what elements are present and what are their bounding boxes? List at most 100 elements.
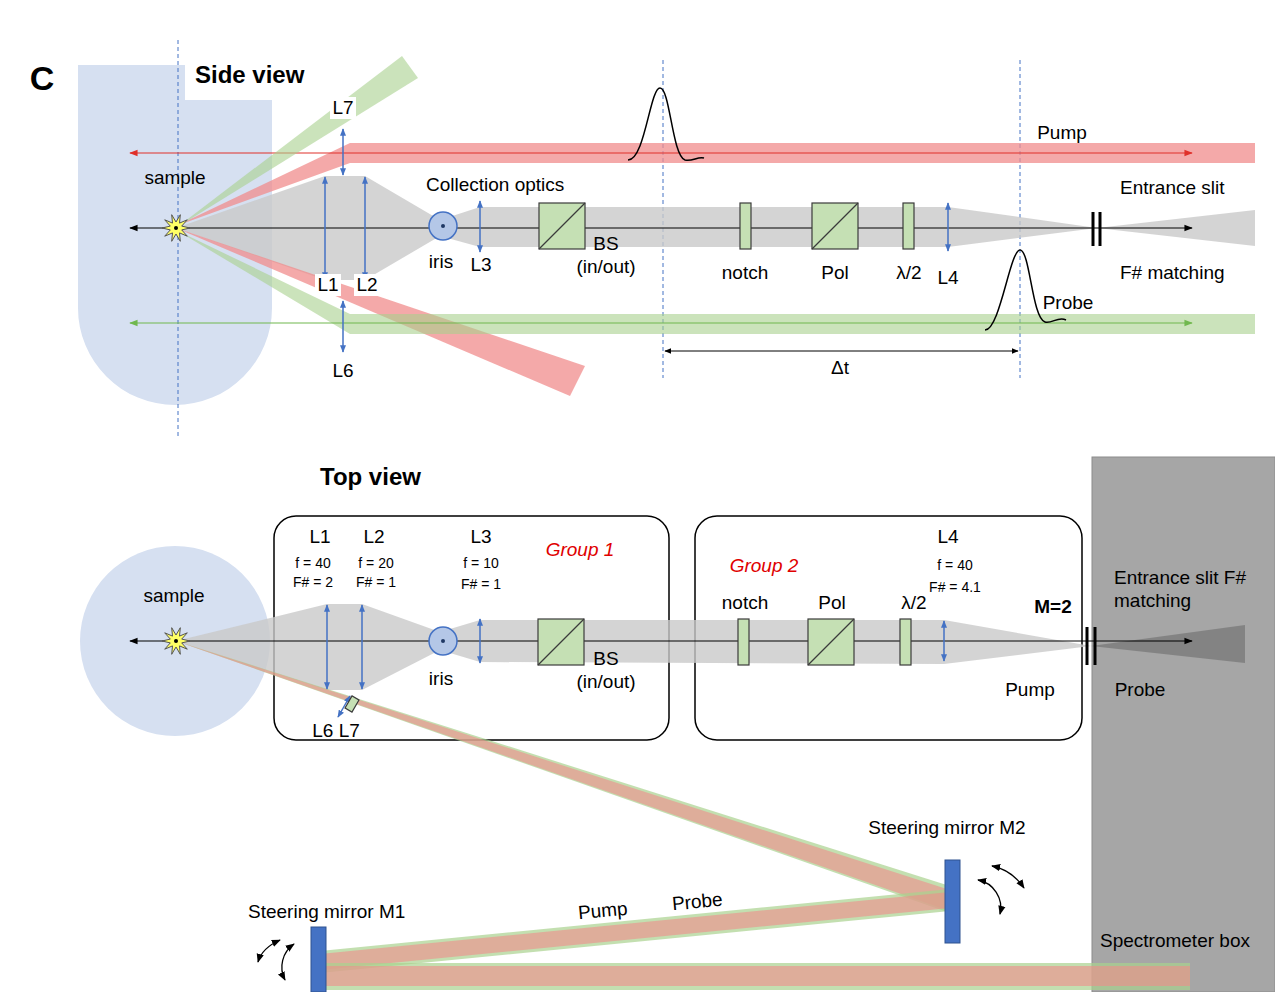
lens bbox=[342, 129, 344, 175]
part-label: iris bbox=[429, 251, 453, 274]
part-label: Entrance slit F# matching bbox=[1114, 567, 1254, 613]
rotation-arrow bbox=[258, 866, 1024, 980]
entrance-slit bbox=[1092, 212, 1095, 246]
part-label: L2 bbox=[354, 274, 379, 297]
lens-spec: F# = 1 bbox=[356, 574, 396, 591]
part-label: Pump bbox=[1005, 679, 1055, 702]
part-label: L4 bbox=[937, 526, 958, 549]
lens-spec: F# = 1 bbox=[461, 576, 501, 593]
rotation-arrow bbox=[258, 940, 280, 962]
rotation-arrow bbox=[992, 866, 1024, 888]
lens bbox=[342, 301, 344, 352]
part-label: notch bbox=[722, 592, 768, 615]
sample-star bbox=[174, 639, 178, 643]
sample-chamber-outline bbox=[80, 546, 270, 736]
part-label: Probe bbox=[1043, 292, 1094, 315]
lens bbox=[479, 619, 481, 663]
view-heading: Top view bbox=[320, 463, 421, 492]
lens bbox=[327, 605, 944, 717]
pulse bbox=[628, 88, 1066, 330]
spectrometer-box: Spectrometer box bbox=[1092, 457, 1275, 992]
lens-spec: F# = 2 bbox=[293, 574, 333, 591]
optical-element bbox=[900, 619, 911, 665]
group-box: Group 2 bbox=[694, 515, 1083, 741]
probe-beam bbox=[130, 56, 1255, 334]
steering-beam bbox=[320, 963, 1190, 990]
optical-axis bbox=[130, 641, 1192, 642]
steering-beam bbox=[176, 641, 953, 912]
iris bbox=[441, 639, 445, 643]
part-label: L1 bbox=[309, 526, 330, 549]
optical-element bbox=[345, 696, 359, 712]
iris bbox=[429, 627, 457, 655]
spectrometer-box-outline bbox=[1092, 457, 1275, 992]
part-label: Probe bbox=[1115, 679, 1166, 702]
sample-chamber: sample bbox=[78, 65, 272, 405]
part-label: Entrance slit bbox=[1120, 177, 1225, 200]
part-label: L2 bbox=[363, 526, 384, 549]
sample-star bbox=[174, 226, 178, 230]
group-title: Group 2 bbox=[730, 555, 799, 578]
optical-element bbox=[812, 203, 858, 249]
lens-spec: f = 40 bbox=[295, 555, 330, 572]
view-heading: Side view bbox=[195, 61, 304, 90]
part-label: Pump bbox=[577, 897, 629, 924]
optical-element bbox=[740, 203, 751, 249]
node-label: Spectrometer box bbox=[1100, 930, 1250, 953]
optical-axis bbox=[130, 640, 1192, 641]
sample-chamber-outline bbox=[78, 65, 272, 405]
part-label: L7 bbox=[330, 97, 355, 120]
sample-chamber-outline bbox=[80, 546, 270, 736]
lens bbox=[479, 201, 481, 252]
lens bbox=[324, 177, 326, 279]
optical-element bbox=[538, 619, 584, 665]
part-label: notch bbox=[722, 262, 768, 285]
rotation-arrow bbox=[282, 944, 294, 980]
lens-spec: f = 40 bbox=[937, 557, 972, 574]
part-label: L6 L7 bbox=[312, 720, 360, 743]
sample-chamber-outline bbox=[78, 65, 272, 405]
part-label: Steering mirror M1 bbox=[248, 901, 408, 924]
group-title: Group 1 bbox=[546, 539, 615, 562]
lens bbox=[947, 203, 949, 251]
lens bbox=[326, 605, 328, 689]
pulse bbox=[628, 88, 704, 160]
spectrometer-box-outline bbox=[1092, 457, 1275, 992]
steering-mirror bbox=[311, 860, 960, 992]
lens-spec: f = 10 bbox=[463, 555, 498, 572]
part-label: M=2 bbox=[1034, 596, 1072, 619]
group-box-outline bbox=[274, 516, 669, 740]
pulse bbox=[985, 250, 1066, 330]
node-label: sample bbox=[143, 585, 204, 608]
part-label: L4 bbox=[937, 267, 958, 290]
iris bbox=[441, 224, 445, 228]
optical-element bbox=[808, 619, 854, 665]
part-label: L3 bbox=[470, 526, 491, 549]
entrance-slit bbox=[1094, 627, 1097, 665]
rotation-arrow bbox=[978, 880, 1001, 914]
steering-beam bbox=[176, 641, 1190, 990]
view-heading: C bbox=[30, 58, 55, 99]
lens-spec: F# = 4.1 bbox=[929, 579, 981, 596]
part-label: BS (in/out) bbox=[564, 233, 648, 279]
optical-element bbox=[539, 203, 585, 249]
steering-beam bbox=[320, 966, 1190, 986]
node-label: sample bbox=[144, 167, 205, 190]
optical-axis bbox=[130, 228, 1192, 229]
part-label: Steering mirror M2 bbox=[867, 817, 1027, 840]
part-label: L6 bbox=[332, 360, 353, 383]
lens bbox=[364, 177, 366, 279]
delay-arrow bbox=[665, 351, 1018, 352]
group-box-outline bbox=[695, 516, 1082, 740]
steering-beam bbox=[320, 889, 950, 973]
steering-beam bbox=[176, 641, 953, 910]
group-box: Group 1 bbox=[273, 515, 670, 741]
entrance-slit bbox=[1086, 627, 1089, 665]
lens bbox=[361, 605, 363, 689]
lens-spec: f = 20 bbox=[358, 555, 393, 572]
part-label: iris bbox=[429, 668, 453, 691]
part-label: BS (in/out) bbox=[564, 648, 648, 694]
group-box-outline bbox=[694, 515, 1083, 741]
part-label: Pol bbox=[821, 262, 848, 285]
